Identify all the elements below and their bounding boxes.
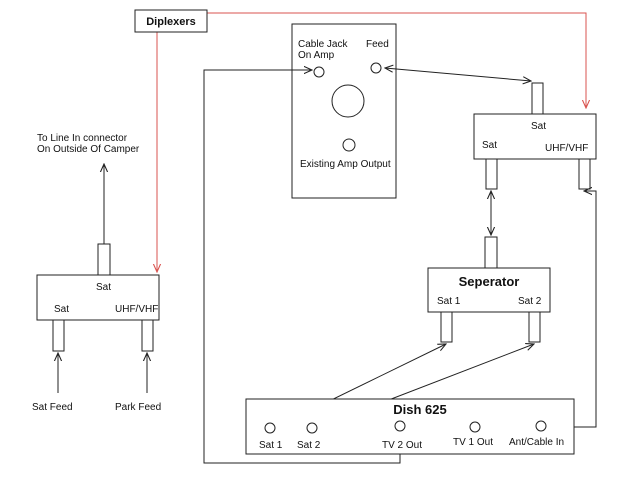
dish-625-box xyxy=(245,398,575,455)
dish-ant-label: Ant/Cable In xyxy=(509,437,564,448)
diplexers-label-box xyxy=(134,9,208,33)
right-diplexer-sat-port xyxy=(485,158,498,190)
separator-sat2-label: Sat 2 xyxy=(518,296,542,307)
uhf-to-ant-wire xyxy=(546,191,597,427)
cable-jack-label-1: Cable Jack xyxy=(298,39,348,50)
dish-tv2-label: TV 2 Out xyxy=(382,440,422,451)
line-in-label-1: To Line In connector xyxy=(37,133,128,144)
park-feed-label: Park Feed xyxy=(115,402,161,413)
right-diplexer-sat-top: Sat xyxy=(531,121,546,132)
dish-sat1-label: Sat 1 xyxy=(259,440,283,451)
diplexers-label: Diplexers xyxy=(146,16,196,28)
left-diplexer-sat-label: Sat xyxy=(54,304,69,315)
dish-sat1-port xyxy=(264,422,276,434)
amp-output-port xyxy=(342,138,356,152)
amp-knob xyxy=(331,84,365,118)
separator-box xyxy=(427,267,551,313)
separator-top-port xyxy=(484,236,498,269)
cable-jack-label-2: On Amp xyxy=(298,50,335,61)
right-diplexer-sat-label: Sat xyxy=(482,140,497,151)
existing-amp-label: Existing Amp Output xyxy=(300,159,391,170)
left-diplexer xyxy=(36,274,160,321)
sat-feed-label: Sat Feed xyxy=(32,402,73,413)
dish-sat2-label: Sat 2 xyxy=(297,440,321,451)
feed-port xyxy=(370,62,382,74)
right-diplexer-uhf-label: UHF/VHF xyxy=(545,143,588,154)
line-in-label-2: On Outside Of Camper xyxy=(37,144,140,155)
left-diplexer-uhf-label: UHF/VHF xyxy=(115,304,158,315)
dish-tv2-port xyxy=(394,420,406,432)
diplexer-line-right xyxy=(206,12,586,108)
dish-ant-port xyxy=(535,420,547,432)
feed-label: Feed xyxy=(366,39,389,50)
separator-sat2-port xyxy=(528,311,541,343)
left-diplexer-sat-port xyxy=(52,319,65,352)
right-diplexer-top-port xyxy=(531,82,544,115)
dish-sat2-port xyxy=(306,422,318,434)
left-diplexer-top-port xyxy=(97,243,111,276)
separator-label: Seperator xyxy=(459,274,520,289)
separator-sat1-label: Sat 1 xyxy=(437,296,461,307)
right-diplexer-uhf-port xyxy=(578,158,591,190)
dish-tv1-label: TV 1 Out xyxy=(453,437,493,448)
cable-jack-port xyxy=(313,66,325,78)
feed-wire xyxy=(385,68,531,81)
dish-tv1-port xyxy=(469,421,481,433)
right-diplexer xyxy=(473,113,597,160)
left-diplexer-uhf-port xyxy=(141,319,154,352)
left-diplexer-sat-top: Sat xyxy=(96,282,111,293)
separator-sat1-port xyxy=(440,311,453,343)
dish-label: Dish 625 xyxy=(393,402,446,417)
